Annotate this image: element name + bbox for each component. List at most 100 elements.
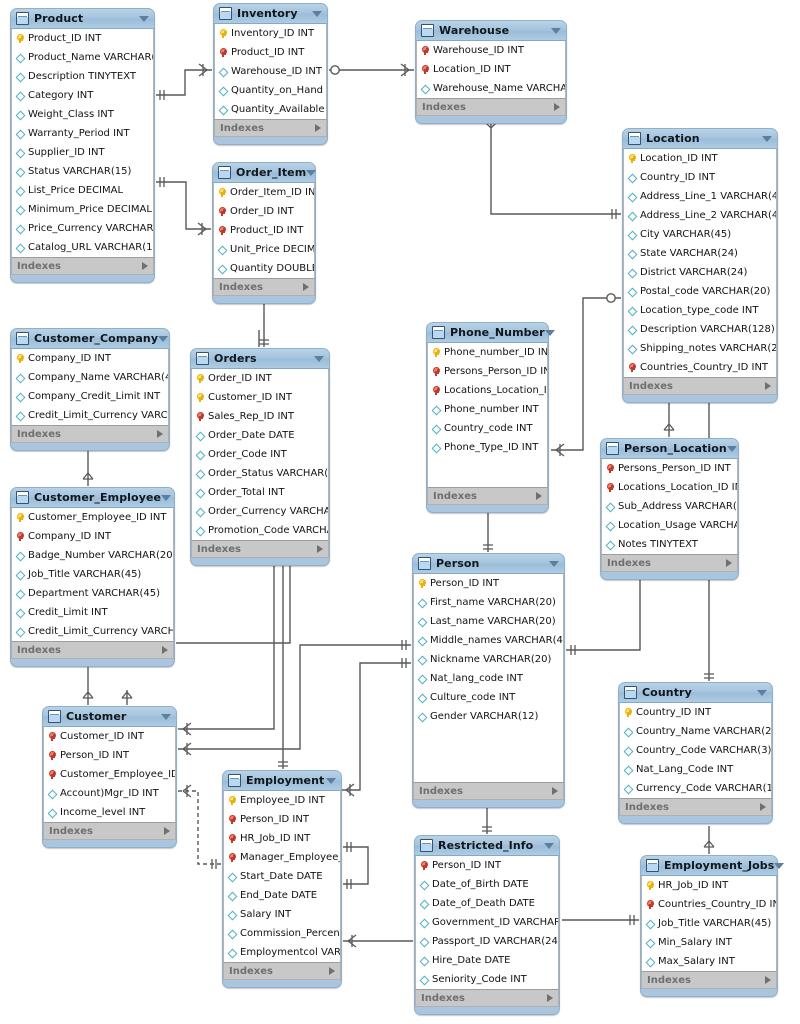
column-row[interactable]: Persons_Person_ID INT [428,362,547,381]
column-row[interactable]: Phone_Type_ID INT [428,438,547,457]
table-header[interactable]: Customer_Employee [11,488,174,508]
column-row[interactable]: Middle_names VARCHAR(45) [414,631,563,650]
column-row[interactable]: Countries_Country_ID INT [624,358,776,377]
chevron-down-icon[interactable] [544,842,554,849]
column-row[interactable]: Unit_Price DECIMAL [214,240,314,259]
indexes-section[interactable]: Indexes [619,798,772,816]
column-row[interactable]: Commission_Percent D... [224,924,340,943]
chevron-down-icon[interactable] [774,862,785,869]
column-row[interactable]: Warehouse_ID INT [215,62,326,81]
table-header[interactable]: Order_Item [213,163,317,183]
column-row[interactable]: Order_Total INT [192,483,328,502]
column-row[interactable]: Person_ID INT [414,574,563,593]
column-row[interactable]: Catalog_URL VARCHAR(128) [12,238,153,257]
indexes-section[interactable]: Indexes [213,278,315,296]
column-row[interactable]: Order_Currency VARCHAR(5) [192,502,328,521]
column-row[interactable]: Product_ID INT [214,221,314,240]
table-header[interactable]: Country [619,683,772,703]
chevron-down-icon[interactable] [726,445,737,452]
column-row[interactable]: Person_ID INT [224,810,340,829]
expand-right-icon[interactable] [726,559,732,567]
column-row[interactable]: Credit_Limit INT [12,603,173,622]
column-row[interactable]: Start_Date DATE [224,867,340,886]
column-row[interactable]: Quantity_on_Hand INT [215,81,326,100]
table-header[interactable]: Customer_Company [11,329,169,349]
column-row[interactable]: Government_ID VARCHAR(24) [416,913,558,932]
column-row[interactable]: Locations_Location_ID INT [602,478,737,497]
column-row[interactable]: District VARCHAR(24) [624,263,776,282]
column-row[interactable]: Company_Name VARCHAR(45) [12,368,168,387]
table-header[interactable]: Location [623,129,777,149]
column-row[interactable]: Order_Code INT [192,445,328,464]
chevron-down-icon[interactable] [161,713,171,720]
expand-right-icon[interactable] [760,803,766,811]
table-header[interactable]: Product [11,9,154,29]
column-row[interactable]: Inventory_ID INT [215,24,326,43]
table-header[interactable]: Phone_Number [427,323,555,343]
expand-right-icon[interactable] [554,103,560,111]
column-row[interactable]: Passport_ID VARCHAR(24) [416,932,558,951]
column-row[interactable]: Customer_Employee_ID INT [44,765,175,784]
column-row[interactable]: Promotion_Code VARCHAR(45) [192,521,328,540]
column-row[interactable]: Min_Salary INT [642,933,776,952]
column-row[interactable]: Person_ID INT [44,746,175,765]
column-row[interactable]: State VARCHAR(24) [624,244,776,263]
indexes-section[interactable]: Indexes [11,641,174,659]
indexes-section[interactable]: Indexes [641,971,777,989]
column-row[interactable]: Nat_lang_code INT [414,669,563,688]
chevron-down-icon[interactable] [544,329,555,336]
column-row[interactable]: Seniority_Code INT [416,970,558,989]
column-row[interactable]: Customer_ID INT [192,388,328,407]
indexes-section[interactable]: Indexes [427,487,548,505]
column-row[interactable]: Sub_Address VARCHAR(45) [602,497,737,516]
column-row[interactable]: List_Price DECIMAL [12,181,153,200]
column-row[interactable]: Credit_Limit_Currency VARCHAR(5) [12,406,168,425]
chevron-down-icon[interactable] [551,27,561,34]
indexes-section[interactable]: Indexes [11,425,169,443]
column-row[interactable]: Employmentcol VARCH... [224,943,340,962]
expand-right-icon[interactable] [329,967,335,975]
column-row[interactable]: Company_Credit_Limit INT [12,387,168,406]
expand-right-icon[interactable] [142,262,148,270]
column-row[interactable]: Quantity DOUBLE [214,259,314,278]
table-header[interactable]: Person [413,554,564,574]
column-row[interactable]: Sales_Rep_ID INT [192,407,328,426]
indexes-section[interactable]: Indexes [223,962,341,980]
column-row[interactable]: Credit_Limit_Currency VARCHAR(5) [12,622,173,641]
table-header[interactable]: Customer [43,707,176,727]
column-row[interactable]: Company_ID INT [12,527,173,546]
indexes-section[interactable]: Indexes [214,119,327,137]
column-row[interactable]: HR_Job_ID INT [224,829,340,848]
column-row[interactable]: Max_Salary INT [642,952,776,971]
column-row[interactable]: Quantity_Available INT [215,100,326,119]
indexes-section[interactable]: Indexes [11,257,154,275]
column-row[interactable]: Phone_number INT [428,400,547,419]
column-row[interactable]: Date_of_Death DATE [416,894,558,913]
column-row[interactable]: Phone_number_ID INT [428,343,547,362]
indexes-section[interactable]: Indexes [416,98,566,116]
table-header[interactable]: Restricted_Info [415,836,559,856]
indexes-section[interactable]: Indexes [601,554,738,572]
column-row[interactable]: Company_ID INT [12,349,168,368]
column-row[interactable]: Order_Status VARCHAR(15) [192,464,328,483]
expand-right-icon[interactable] [303,283,309,291]
indexes-section[interactable]: Indexes [43,822,176,840]
expand-right-icon[interactable] [164,827,170,835]
column-row[interactable]: Employee_ID INT [224,791,340,810]
column-row[interactable]: End_Date DATE [224,886,340,905]
column-row[interactable]: Notes TINYTEXT [602,535,737,554]
column-row[interactable]: Order_ID INT [214,202,314,221]
column-row[interactable]: Department VARCHAR(45) [12,584,173,603]
column-row[interactable]: Product_Name VARCHAR(45) [12,48,153,67]
chevron-down-icon[interactable] [306,169,317,176]
column-row[interactable]: Shipping_notes VARCHAR(256) [624,339,776,358]
